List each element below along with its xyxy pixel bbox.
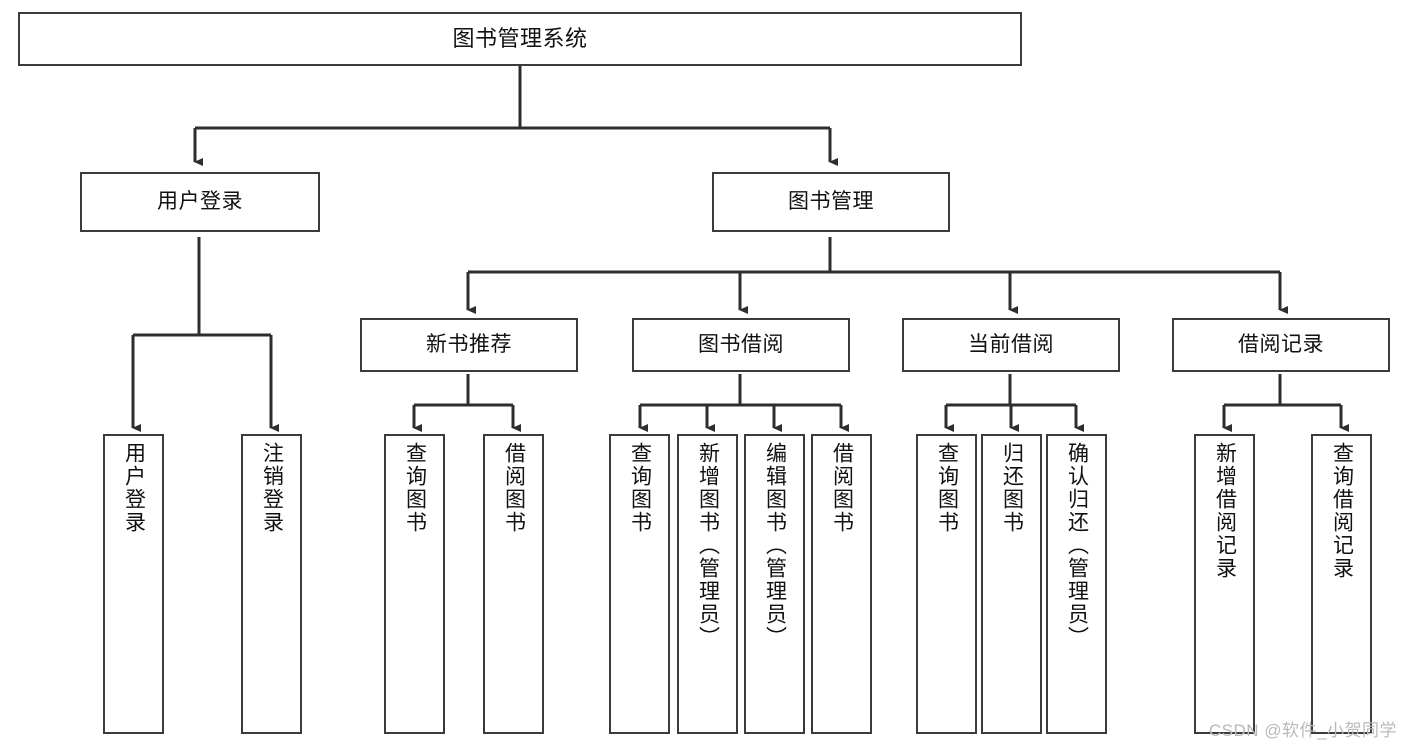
- node-current-borrow[interactable]: 当前借阅: [902, 318, 1120, 372]
- node-root-system[interactable]: 图书管理系统: [18, 12, 1022, 66]
- leaf-user-logout[interactable]: 注销登录: [241, 434, 302, 734]
- leaf-borrow-edit-book-admin[interactable]: 编辑图书（管理员）: [744, 434, 805, 734]
- node-label: 确认归还（管理员）: [1065, 442, 1089, 649]
- node-book-management[interactable]: 图书管理: [712, 172, 950, 232]
- leaf-recommend-query-book[interactable]: 查询图书: [384, 434, 445, 734]
- node-label: 查询借阅记录: [1330, 442, 1354, 580]
- leaf-borrow-add-book-admin[interactable]: 新增图书（管理员）: [677, 434, 738, 734]
- leaf-record-query-borrow-record[interactable]: 查询借阅记录: [1311, 434, 1372, 734]
- node-new-book-recommend[interactable]: 新书推荐: [360, 318, 578, 372]
- watermark-text: CSDN @软件_小贺同学: [1208, 721, 1397, 740]
- node-label: 新书推荐: [426, 333, 512, 357]
- node-label: 归还图书: [1000, 442, 1024, 534]
- leaf-current-query-book[interactable]: 查询图书: [916, 434, 977, 734]
- node-label: 新增图书（管理员）: [696, 442, 720, 649]
- node-book-borrow[interactable]: 图书借阅: [632, 318, 850, 372]
- node-label: 当前借阅: [968, 333, 1054, 357]
- node-label: 图书管理系统: [452, 25, 588, 51]
- node-label: 借阅记录: [1238, 333, 1324, 357]
- leaf-borrow-query-book[interactable]: 查询图书: [609, 434, 670, 734]
- node-label: 查询图书: [628, 442, 652, 534]
- node-label: 图书管理: [788, 190, 874, 214]
- leaf-user-login[interactable]: 用户登录: [103, 434, 164, 734]
- node-user-login[interactable]: 用户登录: [80, 172, 320, 232]
- leaf-current-return-book[interactable]: 归还图书: [981, 434, 1042, 734]
- node-label: 用户登录: [122, 442, 146, 534]
- node-label: 编辑图书（管理员）: [763, 442, 787, 649]
- node-label: 借阅图书: [502, 442, 526, 534]
- node-label: 查询图书: [403, 442, 427, 534]
- leaf-record-add-borrow-record[interactable]: 新增借阅记录: [1194, 434, 1255, 734]
- node-borrow-record[interactable]: 借阅记录: [1172, 318, 1390, 372]
- node-label: 借阅图书: [830, 442, 854, 534]
- leaf-recommend-borrow-book[interactable]: 借阅图书: [483, 434, 544, 734]
- node-label: 图书借阅: [698, 333, 784, 357]
- node-label: 注销登录: [260, 442, 284, 534]
- node-label: 查询图书: [935, 442, 959, 534]
- leaf-borrow-borrow-book[interactable]: 借阅图书: [811, 434, 872, 734]
- node-label: 新增借阅记录: [1213, 442, 1237, 580]
- node-label: 用户登录: [157, 190, 243, 214]
- leaf-current-confirm-return-admin[interactable]: 确认归还（管理员）: [1046, 434, 1107, 734]
